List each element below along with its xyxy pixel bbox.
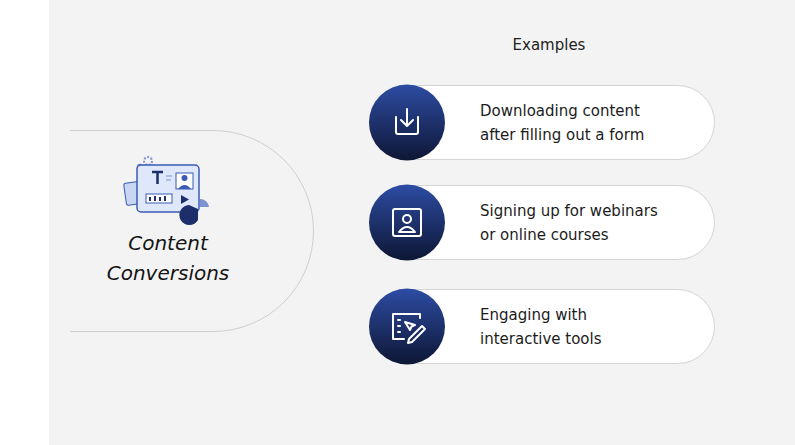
tray-symbol — [396, 117, 418, 134]
gear-symbol — [138, 165, 143, 170]
interactive-icon — [393, 314, 425, 343]
image-box — [176, 173, 193, 189]
icon-circle — [369, 289, 445, 365]
text-lines — [166, 176, 172, 180]
example-pill: Downloading content after filling out a … — [369, 85, 715, 160]
head-symbol — [403, 215, 411, 223]
pie-symbol — [179, 205, 198, 225]
body-symbol — [399, 227, 415, 232]
image-avatar — [182, 175, 188, 181]
list-dots — [398, 320, 400, 332]
half-stadium-border — [70, 131, 314, 332]
gear-symbol — [144, 157, 152, 165]
panel-background — [49, 0, 795, 445]
pencil-symbol — [408, 326, 425, 343]
icon-circle — [369, 85, 445, 161]
section-heading: Examples — [469, 36, 629, 54]
pointer-symbol — [405, 322, 415, 330]
webinar-icon — [393, 209, 421, 236]
chart-box — [146, 194, 172, 203]
back-sheet — [124, 181, 149, 206]
example-text: Signing up for webinars or online course… — [480, 199, 665, 247]
image-avatar — [178, 185, 191, 189]
play-symbol — [181, 195, 189, 204]
frame-symbol — [393, 209, 421, 236]
example-text: Downloading content after filling out a … — [480, 99, 665, 147]
category-shape: Content Conversions — [70, 130, 314, 332]
text-glyph — [152, 172, 163, 184]
chart-bars — [150, 196, 165, 201]
arrow-symbol — [401, 109, 413, 126]
category-title: Content Conversions — [88, 228, 248, 288]
screen-symbol — [393, 314, 420, 339]
content-illustration — [124, 157, 209, 225]
pie-slice — [200, 199, 209, 207]
download-icon — [396, 109, 418, 134]
icon-circle — [369, 185, 445, 261]
example-text: Engaging with interactive tools — [480, 303, 665, 351]
example-pill: Signing up for webinars or online course… — [369, 185, 715, 260]
example-pill: Engaging with interactive tools — [369, 289, 715, 364]
window-frame — [137, 165, 199, 212]
